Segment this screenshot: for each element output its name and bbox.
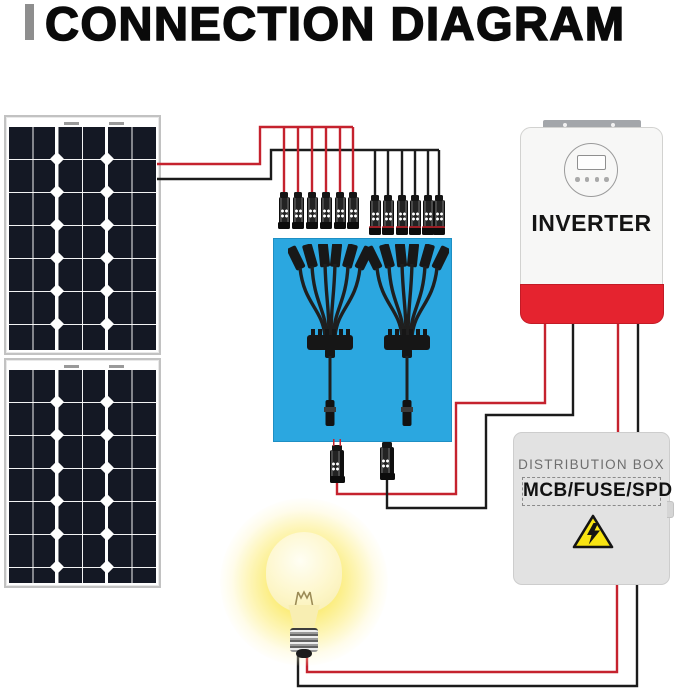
distribution-box-hinge xyxy=(667,501,674,518)
combiner-panel xyxy=(273,238,452,442)
six-to-one-branch-connector-right xyxy=(365,244,449,426)
mc4-string-connector xyxy=(347,192,359,229)
panel-cell-grid xyxy=(9,370,156,583)
mc4-string-connector xyxy=(396,195,408,235)
mc4-string-connector xyxy=(433,195,445,235)
panel-junction-strip xyxy=(9,363,156,370)
inverter-label: INVERTER xyxy=(531,210,652,236)
title-accent-bar xyxy=(25,4,34,40)
mc4-string-connector xyxy=(369,195,381,235)
inverter: INVERTER xyxy=(519,127,664,324)
panel-busbar-diamond xyxy=(49,559,64,575)
panel-busbar-diamond xyxy=(49,283,64,299)
high-voltage-warning-icon xyxy=(572,514,614,549)
inverter-accent-band xyxy=(519,283,664,324)
panel-busbar-diamond xyxy=(99,526,114,542)
panel-busbar-diamond xyxy=(99,151,114,167)
mc4-string-connector xyxy=(382,195,394,235)
bulb-screw-base xyxy=(290,628,318,652)
solar-panel-2 xyxy=(4,358,161,588)
panel-busbar-diamond xyxy=(49,184,64,200)
inverter-control-panel xyxy=(564,143,618,197)
panel-busbar-diamond xyxy=(49,526,64,542)
panel-busbar-diamond xyxy=(49,316,64,332)
panel-busbar-diamond xyxy=(49,217,64,233)
light-bulb xyxy=(210,488,400,678)
bulb-neck xyxy=(288,605,320,630)
distribution-box: DISTRIBUTION BOX MCB/FUSE/SPD xyxy=(513,432,674,585)
panel-busbar-diamond xyxy=(99,427,114,443)
mc4-string-connector xyxy=(409,195,421,235)
panel-busbar-diamond xyxy=(49,394,64,410)
bulb-glow xyxy=(220,498,388,666)
panel-busbar-diamond xyxy=(49,427,64,443)
panel-busbar-diamond xyxy=(99,283,114,299)
mc4-string-connector xyxy=(278,192,290,229)
panel-busbar-diamond xyxy=(99,559,114,575)
distribution-box-subtitle: MCB/FUSE/SPD xyxy=(522,477,672,506)
bulb-glass xyxy=(266,532,342,612)
panel-busbar-diamond xyxy=(49,460,64,476)
bulb-contact-tip xyxy=(296,649,312,658)
panel-busbar-diamond xyxy=(99,394,114,410)
panel-busbar-diamond xyxy=(99,316,114,332)
panel-busbar-diamond xyxy=(49,493,64,509)
mc4-string-connector xyxy=(292,192,304,229)
panel-busbar-diamond xyxy=(99,217,114,233)
mc4-string-connector xyxy=(320,192,332,229)
inline-mc4-connector-positive xyxy=(329,439,345,483)
mc4-string-connector xyxy=(306,192,318,229)
distribution-box-title: DISTRIBUTION BOX xyxy=(518,457,665,472)
page-title: CONNECTION DIAGRAM xyxy=(44,0,626,51)
mc4-string-connector xyxy=(422,195,434,235)
solar-panel-1 xyxy=(4,115,161,355)
inverter-buttons xyxy=(575,177,609,182)
panel-busbar-diamond xyxy=(49,250,64,266)
panel-busbar-diamond xyxy=(99,184,114,200)
six-to-one-branch-connector-left xyxy=(288,244,372,426)
panel-busbar-diamond xyxy=(49,151,64,167)
panel-junction-strip xyxy=(9,120,156,127)
panel-busbar-diamond xyxy=(99,493,114,509)
inverter-mounting-bracket xyxy=(543,120,641,129)
inverter-display xyxy=(577,155,606,170)
panel-cell-grid xyxy=(9,127,156,350)
connector-lead-wires xyxy=(333,439,341,446)
panel-busbar-diamond xyxy=(99,460,114,476)
mc4-string-connector xyxy=(334,192,346,229)
inline-mc4-connector-negative xyxy=(379,442,395,480)
panel-busbar-diamond xyxy=(99,250,114,266)
bulb-filament xyxy=(292,590,316,619)
